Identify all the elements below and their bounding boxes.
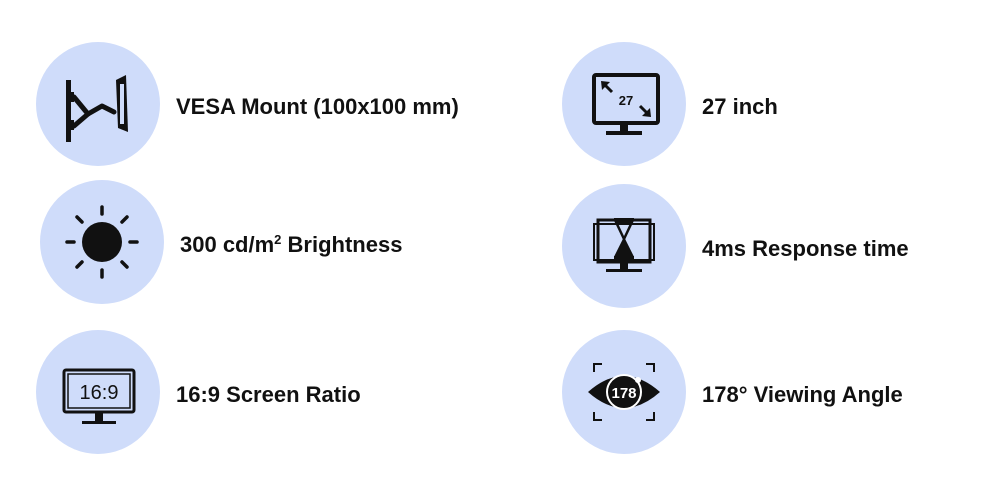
feature-brightness: 300 cd/m2 Brightness bbox=[40, 180, 510, 310]
hourglass-monitor-icon bbox=[593, 218, 655, 272]
eye-icon-text: 178 bbox=[611, 385, 636, 402]
feature-label: 27 inch bbox=[702, 94, 778, 119]
feature-viewing-angle: 178 178° Viewing Angle bbox=[562, 330, 1000, 460]
feature-icon-circle bbox=[36, 42, 160, 166]
feature-label: 16:9 Screen Ratio bbox=[176, 382, 361, 407]
feature-screen-ratio: 16:9 16:9 Screen Ratio bbox=[36, 330, 506, 460]
feature-label: VESA Mount (100x100 mm) bbox=[176, 94, 459, 119]
screen-size-icon-text: 27 bbox=[619, 93, 633, 108]
feature-icon-circle: 16:9 bbox=[36, 330, 160, 454]
brightness-value: 300 cd/m bbox=[180, 232, 275, 258]
aspect-ratio-monitor-icon: 16:9 bbox=[62, 368, 136, 424]
feature-label: 300 cd/m2 Brightness bbox=[180, 232, 402, 258]
wall-mount-icon bbox=[66, 75, 128, 142]
feature-response-time: 4ms Response time bbox=[562, 184, 1000, 314]
brightness-suffix: Brightness bbox=[281, 232, 403, 258]
feature-icon-circle bbox=[562, 184, 686, 308]
feature-icon-circle bbox=[40, 180, 164, 304]
feature-label: 4ms Response time bbox=[702, 236, 909, 261]
aspect-ratio-icon-text: 16:9 bbox=[80, 382, 119, 404]
feature-label: 178° Viewing Angle bbox=[702, 382, 903, 407]
feature-icon-circle: 27 bbox=[562, 42, 686, 166]
feature-icon-circle: 178 bbox=[562, 330, 686, 454]
feature-vesa-mount: VESA Mount (100x100 mm) bbox=[36, 42, 506, 172]
feature-screen-size: 27 27 inch bbox=[562, 42, 1000, 172]
eye-icon: 178 bbox=[588, 363, 660, 421]
sun-icon bbox=[65, 205, 139, 279]
screen-size-icon: 27 bbox=[592, 73, 660, 135]
brightness-superscript: 2 bbox=[274, 231, 282, 247]
